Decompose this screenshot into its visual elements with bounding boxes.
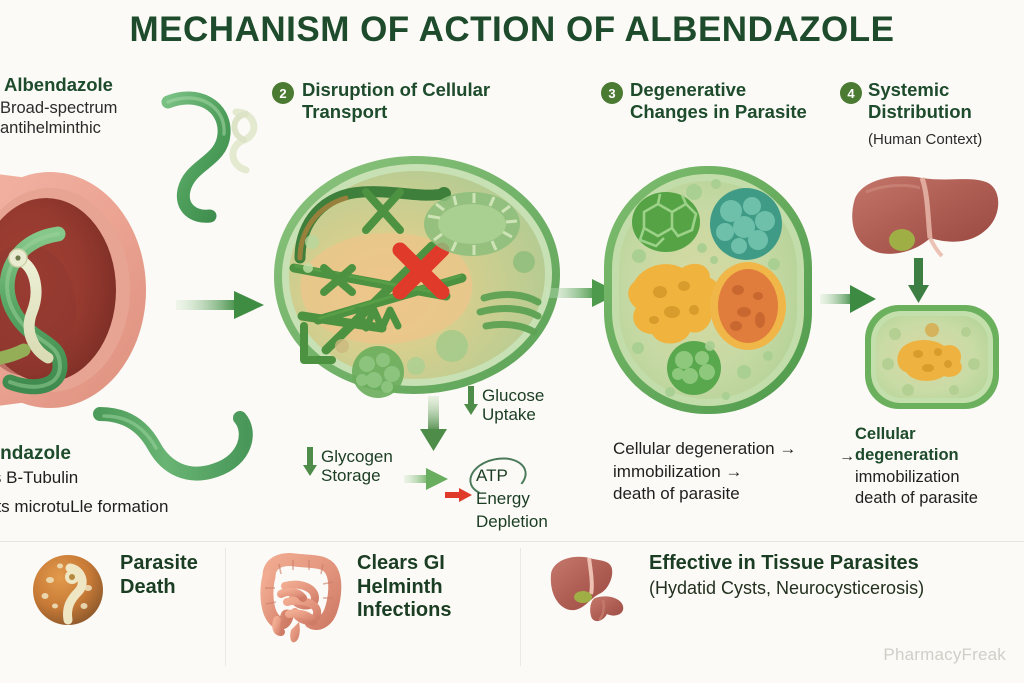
outcome-clears-gi-helminth: Clears GI Helminth Infections: [255, 552, 451, 644]
outcome-3-detail: (Hydatid Cysts, Neurocysticerosis): [649, 577, 925, 598]
step-4-heading-line-1: Systemic: [868, 79, 950, 100]
step-4-subtitle: (Human Context): [868, 131, 983, 148]
flow-arrow-3-4: [820, 282, 878, 316]
step-2-number-badge: 2: [272, 82, 294, 104]
down-arrow-icon: [303, 447, 317, 477]
atp-label-line-2: Energy: [476, 489, 530, 508]
intestine-with-worms-illustration: [0, 160, 240, 420]
step-3-heading-line-2: Changes in Parasite: [630, 100, 807, 122]
glycogen-label-line-2: Storage: [321, 466, 381, 486]
step-4-heading: Systemic Distribution: [868, 79, 1024, 122]
step-3-heading-line-1: Degenerative: [630, 79, 747, 100]
step-4-degeneration-line-1: Cellular: [855, 425, 916, 443]
step-4-degeneration-line-3: immobilization: [855, 467, 960, 486]
step-3-degeneration-line-3: death of parasite: [613, 484, 740, 504]
parasite-cell-disrupted-illustration: [266, 150, 566, 400]
step-4-heading-line-2: Distribution: [868, 100, 972, 122]
albendazole-caption-line-2: nds B-Tubulin: [0, 468, 79, 487]
albendazole-caption-line-1: bendazole: [0, 443, 71, 464]
step-2-heading-line-2: Transport: [302, 100, 388, 122]
bottom-strip-divider-1: [225, 548, 226, 666]
step-3-heading: Degenerative Changes in Parasite: [630, 79, 840, 122]
outcome-1-line-1: Parasite: [120, 552, 198, 574]
outcome-1-line-2: Death: [120, 575, 176, 598]
cell-2-down-arrow: [420, 396, 448, 452]
step-4-degeneration-line-2: degeneration: [855, 446, 959, 465]
bottom-strip-divider-2: [520, 548, 521, 666]
albendazole-caption-line-3: hibits microtuLle formation: [0, 497, 169, 516]
glycogen-label-line-1: Glycogen: [321, 447, 393, 466]
outcome-3-line-1: Effective in Tissue Parasites: [649, 552, 919, 574]
step-3-degeneration-line-2: immobilization →: [613, 461, 743, 481]
parasite-egg-icon: [30, 552, 106, 628]
down-arrow-icon: [464, 386, 478, 416]
step-3-degeneration-text: Cellular degeneration → immobilization →…: [613, 438, 853, 506]
step-1-heading: Albendazole: [4, 74, 113, 95]
degenerating-parasite-cell-illustration: [598, 160, 818, 420]
outcome-parasite-death: Parasite Death: [30, 552, 198, 628]
glucose-label-line-2: Uptake: [482, 405, 536, 425]
flow-arrow-1-2: [176, 288, 266, 322]
right-arrow-glyph: →: [839, 448, 855, 465]
step-2-heading-line-1: Disruption of Cellular: [302, 79, 491, 100]
outcome-1-label: Parasite Death: [120, 552, 198, 599]
step-3-number-badge: 3: [601, 82, 623, 104]
intestine-icon: [255, 552, 343, 644]
liver-icon: [545, 552, 635, 628]
outcome-tissue-parasites: Effective in Tissue Parasites (Hydatid C…: [545, 552, 924, 628]
tissue-cell-illustration: [862, 302, 1002, 412]
red-arrow-icon: [445, 488, 473, 502]
atp-label-line-1: ATP: [476, 466, 508, 485]
outcome-2-label: Clears GI Helminth Infections: [357, 552, 451, 623]
outcome-2-line-3: Infections: [357, 599, 452, 622]
bottom-strip-divider: [0, 541, 1024, 542]
step-2-heading: Disruption of Cellular Transport: [302, 79, 532, 122]
outcome-2-line-2: Helminth: [357, 575, 443, 598]
page-title: MECHANISM OF ACTION OF ALBENDAZOLE: [129, 10, 895, 49]
step-1-subtitle: Broad-spectrum antihelminthic: [0, 99, 200, 139]
glucose-label-line-1: Glucose: [482, 386, 545, 405]
liver-illustration: [846, 168, 1006, 278]
step-4-degeneration-text: → Cellular degeneration immobilization d…: [839, 424, 1024, 510]
glucose-uptake-label: Glucose Uptake: [464, 386, 544, 424]
step-1-subtitle-line-1: Broad-spectrum: [0, 99, 118, 117]
step-4-degeneration-line-4: death of parasite: [855, 489, 978, 508]
step-3-degeneration-line-1: Cellular degeneration →: [613, 439, 797, 458]
glycogen-storage-label: Glycogen Storage: [303, 447, 393, 485]
free-worm-top-illustration: [140, 78, 280, 223]
step-1-subtitle-line-2: antihelminthic: [0, 118, 101, 137]
free-worm-bottom-illustration: [93, 407, 296, 518]
step-4-number-badge: 4: [840, 82, 862, 104]
atp-inbound-arrow: [404, 466, 450, 492]
outcome-3-label: Effective in Tissue Parasites (Hydatid C…: [649, 552, 924, 599]
watermark: PharmacyFreak: [883, 645, 1006, 664]
blocked-transport-red-x: [392, 242, 450, 300]
outcome-2-line-1: Clears GI: [357, 552, 445, 574]
liver-to-cell-arrow: [908, 258, 930, 304]
atp-label-line-3: Depletion: [476, 512, 548, 531]
